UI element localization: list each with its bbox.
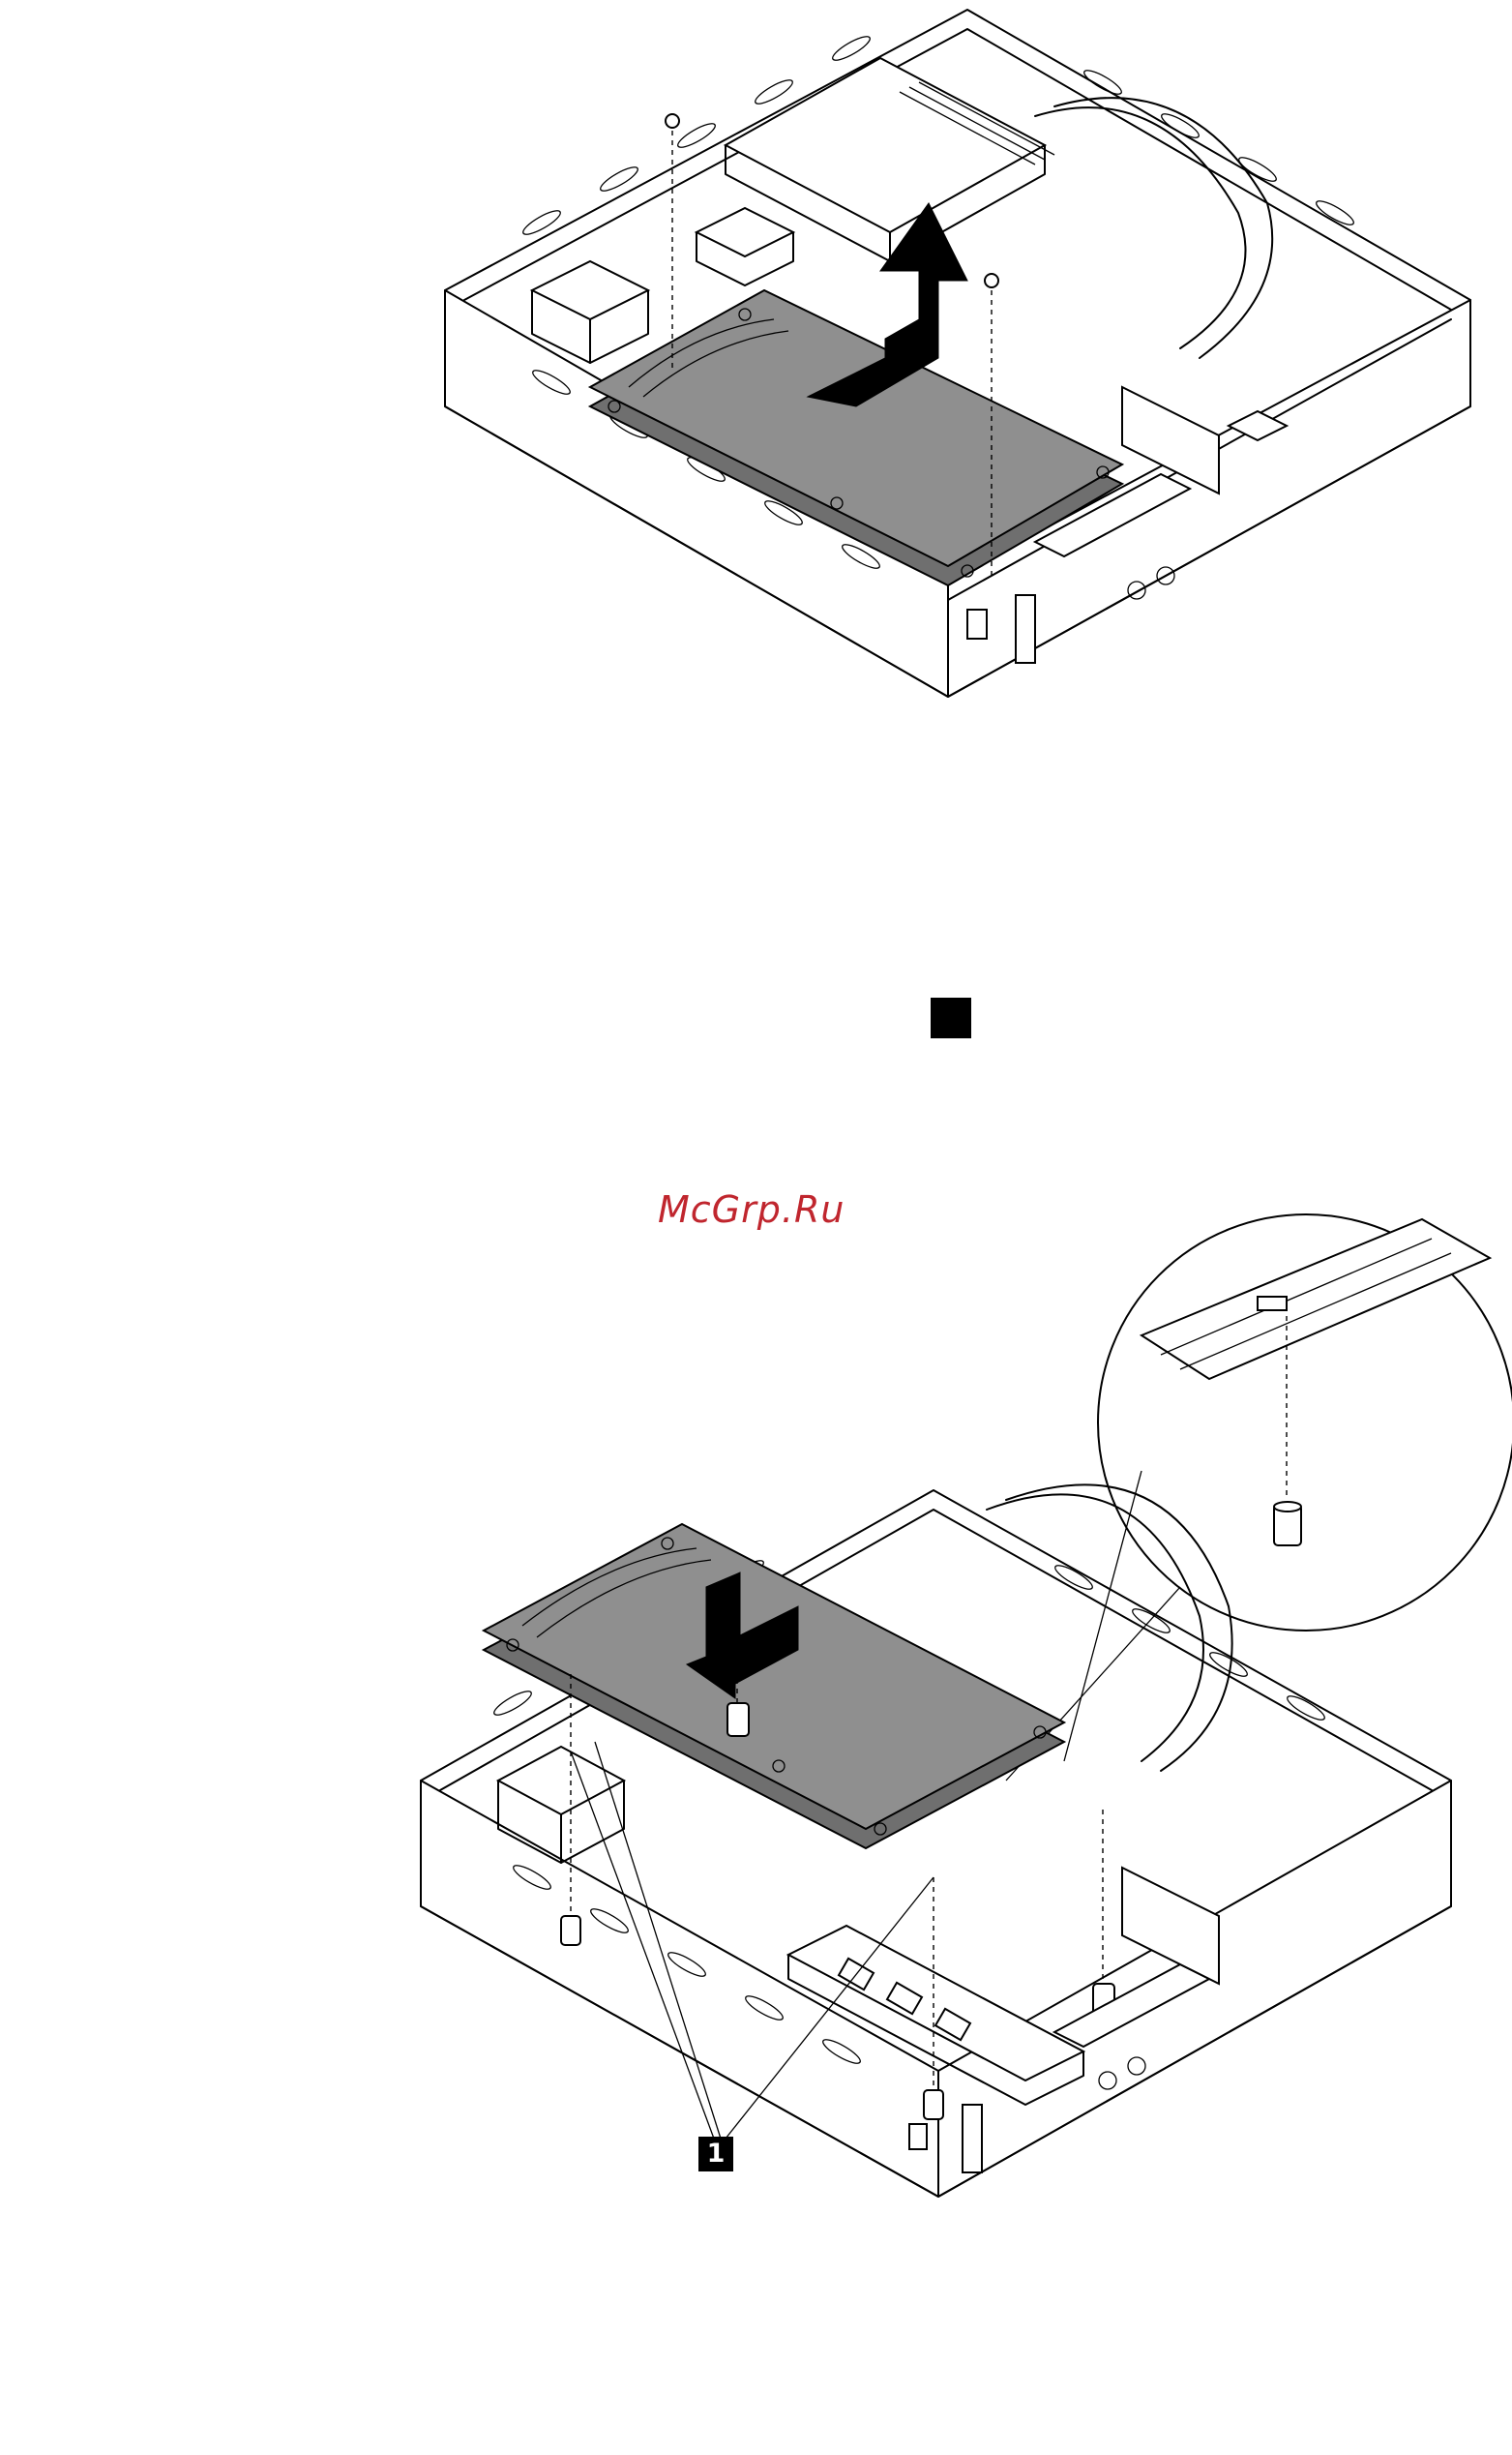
- detail-magnifier: [1006, 1214, 1512, 1781]
- standoff-3: [1093, 1810, 1114, 2017]
- section-marker: [931, 998, 971, 1038]
- install-hdd-figure: [406, 1161, 1512, 2235]
- memory-module: [788, 1926, 1083, 2105]
- bracket: [1122, 1868, 1219, 1984]
- remove-hdd-figure: [426, 0, 1499, 716]
- bracket: [1122, 387, 1287, 494]
- screw-left[interactable]: [666, 114, 679, 373]
- callout-label-1: 1: [698, 2137, 733, 2171]
